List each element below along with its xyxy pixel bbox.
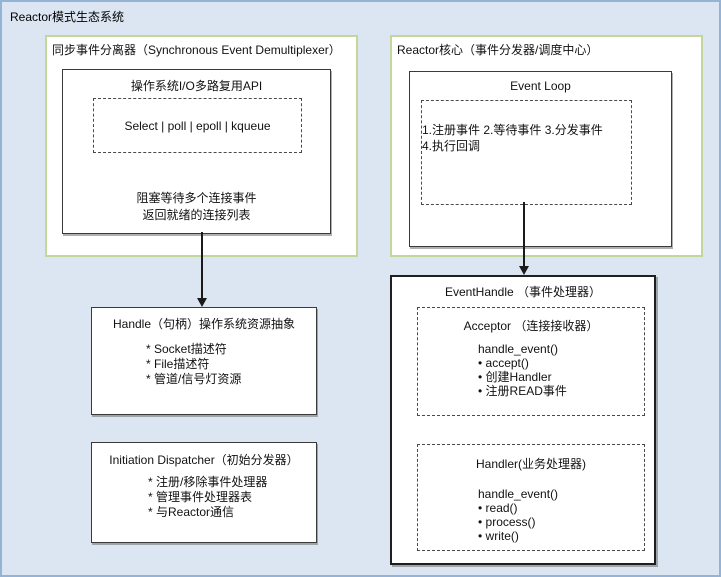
event-loop-step: 2.等待事件 [483, 123, 542, 137]
handler-list-item: • write() [478, 529, 519, 543]
arrow-core-to-eventhandle-line [523, 202, 525, 267]
io-api-note: 阻塞等待多个连接事件 返回就绪的连接列表 [63, 190, 330, 224]
group-reactor-core: Reactor核心（事件分发器/调度中心） Event Loop 1.注册事件 … [390, 35, 703, 257]
event-loop-step: 3.分发事件 [544, 123, 603, 137]
handler-title: Handler(业务处理器) [475, 457, 587, 471]
initiation-dispatcher-box: Initiation Dispatcher（初始分发器） * 注册/移除事件处理… [91, 442, 317, 543]
acceptor-title: Acceptor （连接接收器） [463, 319, 599, 333]
io-api-note-line2: 返回就绪的连接列表 [142, 208, 251, 222]
event-loop-step: 1.注册事件 [422, 123, 481, 137]
page-title: Reactor模式生态系统 [10, 10, 125, 24]
dispatcher-list-item: * 管理事件处理器表 [148, 490, 253, 504]
acceptor-box: Acceptor （连接接收器） handle_event() • accept… [417, 307, 645, 416]
dispatcher-list-item: * 与Reactor通信 [148, 505, 235, 519]
io-options-box: Select | poll | epoll | kqueue [93, 98, 302, 153]
os-io-api-box: 操作系统I/O多路复用API Select | poll | epoll | k… [62, 69, 331, 234]
acceptor-list: handle_event() • accept() • 创建Handler • … [478, 342, 567, 398]
handler-list-item: • process() [478, 515, 536, 529]
event-handle-title: EventHandle （事件处理器） [444, 285, 602, 299]
acceptor-method: handle_event() [478, 342, 559, 356]
handle-list-item: * Socket描述符 [146, 342, 227, 356]
handle-list-item: * 管道/信号灯资源 [146, 372, 242, 386]
handle-box: Handle（句柄）操作系统资源抽象 * Socket描述符 * File描述符… [91, 307, 317, 415]
group-demultiplexer: 同步事件分离器（Synchronous Event Demultiplexer）… [45, 35, 358, 257]
handle-title: Handle（句柄）操作系统资源抽象 [112, 317, 296, 331]
handle-list: * Socket描述符 * File描述符 * 管道/信号灯资源 [146, 342, 241, 387]
dispatcher-list: * 注册/移除事件处理器 * 管理事件处理器表 * 与Reactor通信 [148, 475, 267, 520]
handler-method: handle_event() [478, 487, 559, 501]
event-loop-steps-box: 1.注册事件 2.等待事件 3.分发事件 4.执行回调 [421, 100, 632, 205]
group-reactor-core-title: Reactor核心（事件分发器/调度中心） [397, 43, 599, 57]
initiation-dispatcher-title: Initiation Dispatcher（初始分发器） [109, 453, 299, 467]
io-options-text: Select | poll | epoll | kqueue [124, 118, 271, 133]
acceptor-list-item: • 创建Handler [478, 370, 552, 384]
event-handle-box: EventHandle （事件处理器） Acceptor （连接接收器） han… [390, 275, 656, 565]
event-loop-title: Event Loop [510, 79, 571, 93]
handler-list-item: • read() [478, 501, 518, 515]
event-loop-steps: 1.注册事件 2.等待事件 3.分发事件 4.执行回调 [422, 122, 631, 154]
acceptor-list-item: • 注册READ事件 [478, 384, 567, 398]
arrow-demux-to-handle-head [197, 298, 207, 307]
os-io-api-title: 操作系统I/O多路复用API [130, 79, 263, 93]
arrow-core-to-eventhandle-head [519, 266, 529, 275]
arrow-demux-to-handle-line [201, 232, 203, 299]
dispatcher-list-item: * 注册/移除事件处理器 [148, 475, 268, 489]
acceptor-list-item: • accept() [478, 356, 529, 370]
event-loop-box: Event Loop 1.注册事件 2.等待事件 3.分发事件 4.执行回调 [409, 71, 672, 247]
handle-list-item: * File描述符 [146, 357, 210, 371]
group-demultiplexer-title: 同步事件分离器（Synchronous Event Demultiplexer） [52, 43, 341, 57]
io-api-note-line1: 阻塞等待多个连接事件 [136, 191, 257, 205]
handler-list: handle_event() • read() • process() • wr… [478, 487, 558, 543]
handler-box: Handler(业务处理器) handle_event() • read() •… [417, 444, 645, 551]
event-loop-step: 4.执行回调 [422, 139, 481, 153]
